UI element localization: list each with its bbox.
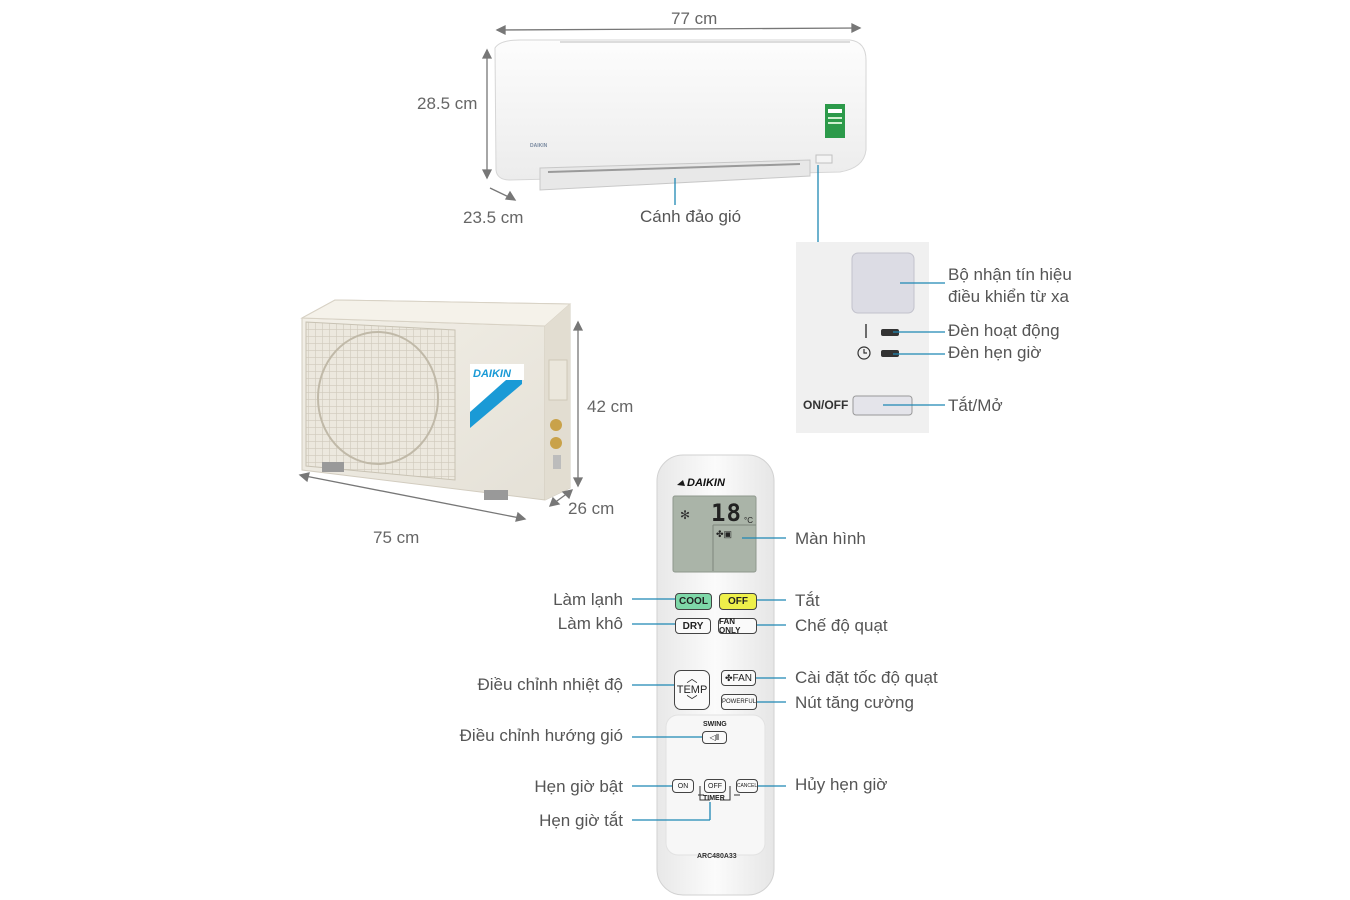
remote-model: ARC480A33 [697, 853, 737, 860]
label-onoff: Tắt/Mở [948, 396, 1003, 415]
label-off: Tắt [795, 591, 820, 610]
outdoor-unit [300, 299, 572, 501]
label-powerful: Nút tăng cường [795, 693, 914, 712]
temp-button[interactable]: ︿ TEMP ﹀ [674, 670, 710, 710]
indoor-logo: DAIKIN [530, 143, 548, 149]
fan-icon: ✤ [725, 672, 733, 683]
swing-label: SWING [703, 721, 727, 728]
outdoor-height-label: 42 cm [587, 397, 634, 416]
outdoor-dimension-lines [298, 320, 584, 522]
label-screen: Màn hình [795, 529, 866, 548]
off-button[interactable]: OFF [719, 593, 757, 610]
fan-button[interactable]: ✤FAN [721, 670, 756, 686]
fan-label: FAN [732, 672, 752, 684]
swing-icon: ◁⦀ [709, 732, 720, 742]
label-fan-speed: Cài đặt tốc độ quạt [795, 668, 938, 687]
cool-button[interactable]: COOL [675, 593, 712, 610]
fan-only-button[interactable]: FAN ONLY [718, 617, 757, 635]
label-swing: Điều chỉnh hướng gió [459, 726, 623, 745]
label-timer-on: Hẹn giờ bật [534, 777, 623, 796]
display-temperature: 18 [711, 499, 742, 527]
indoor-dimension-lines [481, 22, 862, 201]
panel-leaders [883, 282, 945, 406]
timer-on-button[interactable]: ON [672, 779, 694, 793]
control-panel [796, 242, 929, 433]
label-dry: Làm khô [557, 614, 623, 633]
panel-onoff-text: ON/OFF [803, 398, 849, 412]
outdoor-width-label: 75 cm [373, 528, 420, 547]
temp-up-icon: ︿ [686, 673, 698, 685]
remote-logo: DAIKIN [687, 477, 725, 489]
label-fan-mode: Chế độ quạt [795, 616, 888, 635]
powerful-button[interactable]: POWERFUL [721, 694, 757, 710]
fan-auto-icon: ✤▣ [716, 529, 733, 539]
label-swing-flap: Cánh đảo gió [640, 207, 742, 226]
indoor-leaders [674, 165, 819, 242]
label-operation-lamp: Đèn hoạt động [948, 321, 1060, 340]
label-cool: Làm lạnh [553, 590, 623, 609]
timer-cancel-button[interactable]: CANCEL [736, 779, 758, 793]
display-unit: °C [744, 516, 753, 525]
label-temp-adjust: Điều chỉnh nhiệt độ [477, 675, 623, 694]
indoor-width-label: 77 cm [671, 9, 718, 28]
remote-leaders [632, 537, 786, 821]
outdoor-logo: DAIKIN [473, 368, 511, 380]
indoor-depth-label: 23.5 cm [463, 208, 524, 227]
indoor-height-label: 28.5 cm [417, 94, 478, 113]
label-receiver: Bộ nhận tín hiệu điều khiển từ xa [948, 265, 1072, 306]
dry-button[interactable]: DRY [675, 618, 711, 634]
snowflake-icon: ✻ [680, 508, 691, 522]
label-timer-cancel: Hủy hẹn giờ [795, 775, 888, 794]
label-timer-off: Hẹn giờ tắt [539, 811, 623, 830]
temp-down-icon: ﹀ [686, 695, 698, 707]
label-timer-lamp: Đèn hẹn giờ [948, 343, 1042, 362]
outdoor-depth-label: 26 cm [568, 499, 615, 518]
timer-label: TIMER [703, 795, 725, 802]
indoor-unit [494, 39, 867, 191]
swing-button[interactable]: ◁⦀ [702, 731, 727, 744]
timer-off-button[interactable]: OFF [704, 779, 726, 793]
temp-label: TEMP [676, 684, 708, 696]
